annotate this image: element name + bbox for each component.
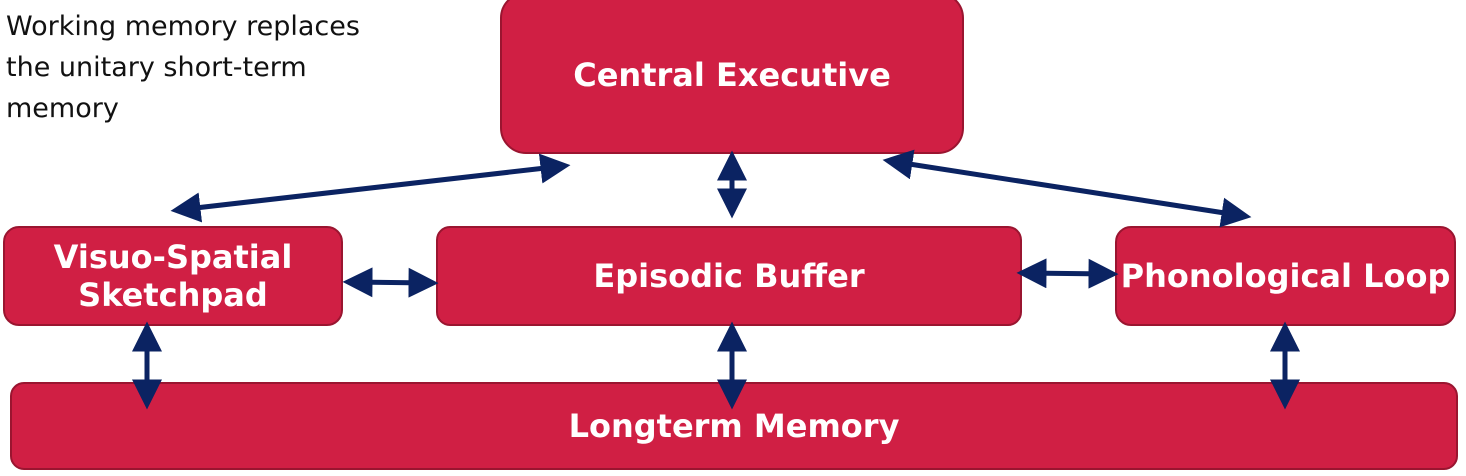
arrow-central-phonological <box>882 149 1252 228</box>
caption-text: Working memory replaces the unitary shor… <box>6 11 360 124</box>
phonological-loop-box: Phonological Loop <box>1115 226 1456 326</box>
arrow-central-visuo <box>170 153 571 223</box>
arrow-visuo-episodic <box>342 267 439 298</box>
arrow-episodic-phonological <box>1016 258 1119 289</box>
visuo-spatial-sketchpad-box: Visuo-Spatial Sketchpad <box>3 226 343 326</box>
